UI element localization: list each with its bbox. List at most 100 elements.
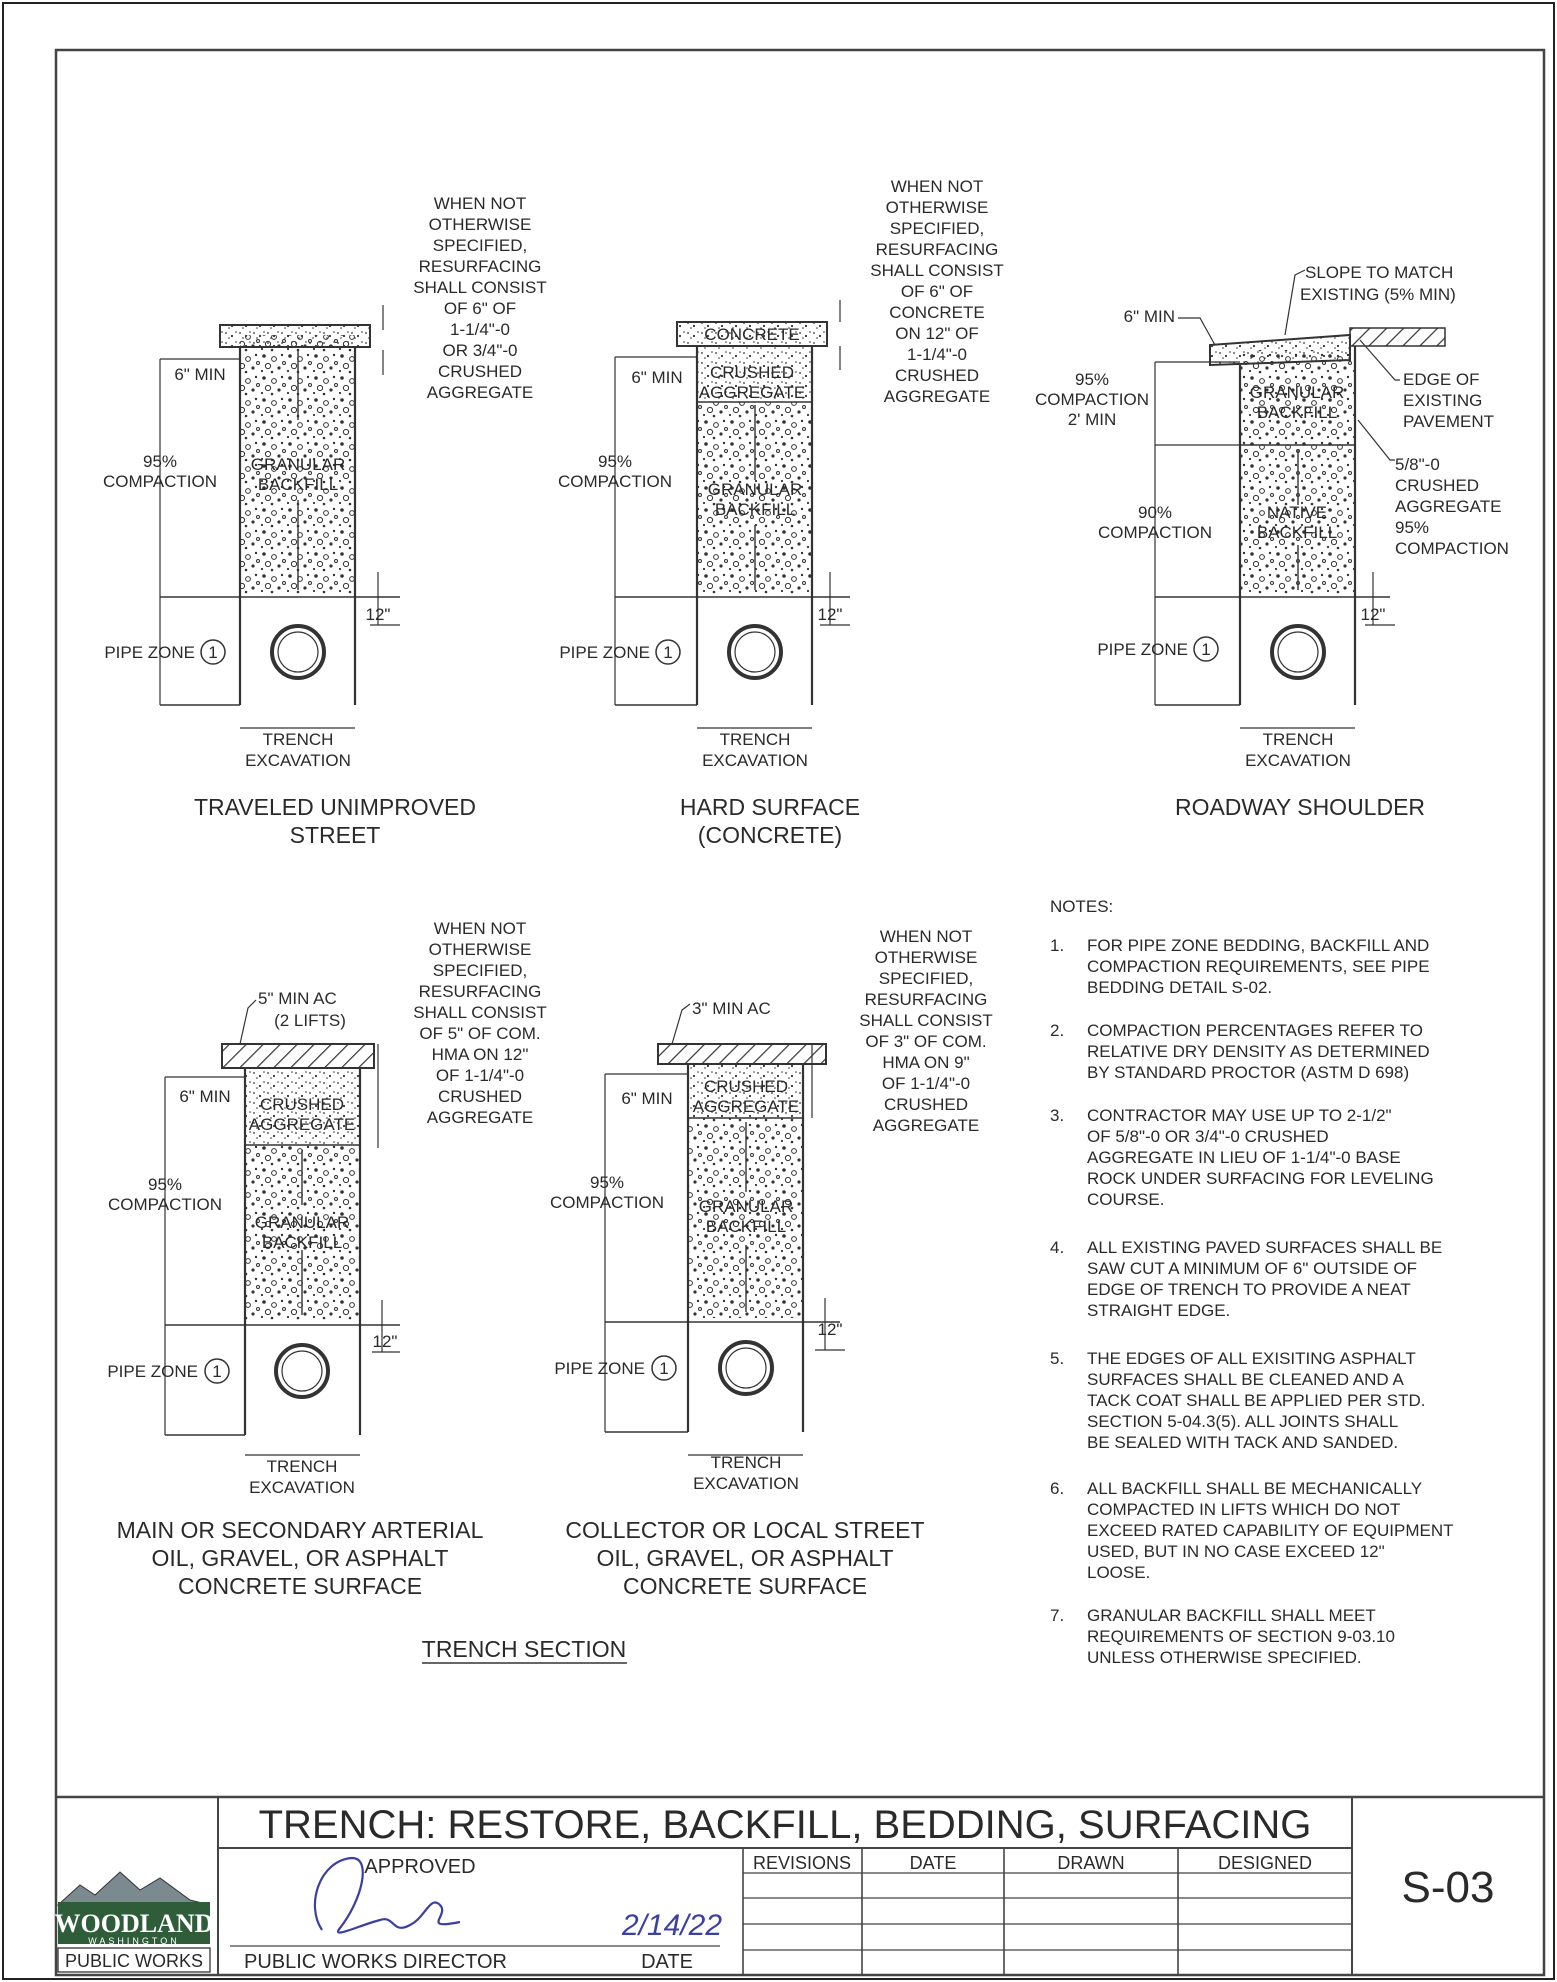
spec-note-line: AGGREGATE — [873, 1116, 979, 1135]
spec-note-line: SHALL CONSIST — [413, 278, 547, 297]
trench-label-2: EXCAVATION — [702, 751, 808, 770]
ac-label-1: 5" MIN AC — [258, 989, 337, 1008]
spec-note-line: AGGREGATE — [884, 387, 990, 406]
agg-note-3: AGGREGATE — [1395, 497, 1501, 516]
slope-note-2: EXISTING (5% MIN) — [1300, 285, 1456, 304]
column-revisions: REVISIONS — [753, 1853, 851, 1873]
column-drawn: DRAWN — [1057, 1853, 1124, 1873]
caption-line-1: MAIN OR SECONDARY ARTERIAL — [117, 1517, 484, 1543]
slope-note-1: SLOPE TO MATCH — [1305, 263, 1453, 282]
title-block: TRENCH: RESTORE, BACKFILL, BEDDING, SURF… — [55, 1795, 1544, 1975]
edge-note-1: EDGE OF — [1403, 370, 1480, 389]
spec-note: WHEN NOT OTHERWISE SPECIFIED, RESURFACIN… — [859, 927, 993, 1135]
spec-note-line: SHALL CONSIST — [413, 1003, 547, 1022]
sheet-number: S-03 — [1402, 1863, 1495, 1912]
compaction-label-2: COMPACTION — [558, 472, 672, 491]
spec-note-line: CRUSHED — [438, 362, 522, 381]
spec-note: WHEN NOT OTHERWISE SPECIFIED, RESURFACIN… — [413, 194, 547, 402]
spec-note-line: OF 6" OF — [901, 282, 973, 301]
woodland-logo: WOODLAND WASHINGTON PUBLIC WORKS — [55, 1871, 214, 1973]
notes-heading: NOTES: — [1050, 897, 1113, 916]
note-line: EXCEED RATED CAPABILITY OF EQUIPMENT — [1087, 1521, 1454, 1540]
pipe-zone-ref: 1 — [663, 643, 672, 662]
pipe-zone-label: PIPE ZONE — [554, 1359, 645, 1378]
caption-line-1: HARD SURFACE — [680, 794, 860, 820]
spec-note-line: OF 6" OF — [444, 299, 516, 318]
logo-mountains-icon — [56, 1871, 211, 1906]
pipe-zone-label: PIPE ZONE — [104, 643, 195, 662]
note-number: 3. — [1050, 1106, 1064, 1125]
pipe-zone-ref-circle — [655, 639, 681, 665]
note-line: REQUIREMENTS OF SECTION 9-03.10 — [1087, 1627, 1395, 1646]
logo-name: WOODLAND — [55, 1909, 214, 1938]
spec-note-line: WHEN NOT — [434, 919, 527, 938]
spec-note-line: CRUSHED — [884, 1095, 968, 1114]
pipe-zone-ref: 1 — [1201, 640, 1210, 659]
section-title: TRENCH SECTION — [422, 1636, 626, 1662]
surface-aggregate-layer — [219, 324, 371, 348]
pipe-zone-label: PIPE ZONE — [559, 643, 650, 662]
note-number: 1. — [1050, 936, 1064, 955]
pipe-zone-label: PIPE ZONE — [107, 1362, 198, 1381]
trench-label-2: EXCAVATION — [249, 1478, 355, 1497]
agg-note-2: CRUSHED — [1395, 476, 1479, 495]
compaction-label-2: COMPACTION — [108, 1195, 222, 1214]
spec-note-line: 1-1/4"-0 — [450, 320, 510, 339]
min-depth-label: 6" MIN — [174, 365, 225, 384]
note-line: ROCK UNDER SURFACING FOR LEVELING — [1087, 1169, 1434, 1188]
spec-note-line: SPECIFIED, — [879, 969, 973, 988]
note-line: BY STANDARD PROCTOR (ASTM D 698) — [1087, 1063, 1409, 1082]
pipe-zone-ref-circle — [1193, 636, 1219, 662]
note-line: BE SEALED WITH TACK AND SANDED. — [1087, 1433, 1398, 1452]
caption-line-2: STREET — [290, 822, 381, 848]
spec-note-line: 1-1/4"-0 — [907, 345, 967, 364]
caption-line-3: CONCRETE SURFACE — [178, 1573, 422, 1599]
spec-note-line: RESURFACING — [876, 240, 999, 259]
upper-compaction-2: COMPACTION — [1035, 390, 1149, 409]
ac-label-2: (2 LIFTS) — [274, 1011, 346, 1030]
base-label-1: CRUSHED — [260, 1095, 344, 1114]
backfill-label-2: BACKFILL — [258, 475, 338, 494]
caption-line-3: CONCRETE SURFACE — [623, 1573, 867, 1599]
trench-label-1: TRENCH — [267, 1457, 338, 1476]
note-number: 4. — [1050, 1238, 1064, 1257]
notes-block: NOTES: 1. FOR PIPE ZONE BEDDING, BACKFIL… — [1050, 897, 1454, 1667]
trench-label-1: TRENCH — [720, 730, 791, 749]
note-number: 6. — [1050, 1479, 1064, 1498]
note-line: OF 5/8"-0 OR 3/4"-0 CRUSHED — [1087, 1127, 1329, 1146]
note-line: AGGREGATE IN LIEU OF 1-1/4"-0 BASE — [1087, 1148, 1401, 1167]
existing-pavement — [1349, 327, 1446, 347]
upper-backfill-1: GRANULAR — [1250, 383, 1344, 402]
spec-note: WHEN NOT OTHERWISE SPECIFIED, RESURFACIN… — [870, 177, 1004, 406]
backfill-label-2: BACKFILL — [706, 1217, 786, 1236]
backfill-label-1: GRANULAR — [255, 1213, 349, 1232]
edge-note-3: PAVEMENT — [1403, 412, 1494, 431]
base-label-1: CRUSHED — [710, 363, 794, 382]
lower-backfill-1: NATIVE — [1267, 503, 1327, 522]
pipe-zone-ref: 1 — [659, 1359, 668, 1378]
section-roadway-shoulder: SLOPE TO MATCH EXISTING (5% MIN) 6" MIN … — [1035, 263, 1509, 820]
caption-line-1: ROADWAY SHOULDER — [1175, 794, 1425, 820]
backfill-label-1: GRANULAR — [708, 480, 802, 499]
min-depth-label: 6" MIN — [1124, 307, 1175, 326]
asphalt-layer — [221, 1043, 375, 1069]
spec-note-line: SPECIFIED, — [890, 219, 984, 238]
lower-backfill-2: BACKFILL — [1257, 523, 1337, 542]
pipe-zone-ref-circle — [651, 1355, 677, 1381]
note-line: TACK COAT SHALL BE APPLIED PER STD. — [1087, 1391, 1426, 1410]
trench-label-2: EXCAVATION — [245, 751, 351, 770]
note-line: ALL BACKFILL SHALL BE MECHANICALLY — [1087, 1479, 1422, 1498]
pipe-zone-ref-circle — [200, 639, 226, 665]
trench-label-1: TRENCH — [1263, 730, 1334, 749]
backfill-label-1: GRANULAR — [251, 455, 345, 474]
spec-note-line: AGGREGATE — [427, 1108, 533, 1127]
spec-note-line: HMA ON 12" — [432, 1045, 529, 1064]
lower-compaction-2: COMPACTION — [1098, 523, 1212, 542]
pipe-cover-label: 12" — [1361, 605, 1386, 624]
inner-border — [54, 48, 1546, 1977]
spec-note-line: RESURFACING — [865, 990, 988, 1009]
compaction-label-1: 95% — [148, 1175, 182, 1194]
drawing-title: TRENCH: RESTORE, BACKFILL, BEDDING, SURF… — [259, 1803, 1312, 1847]
note-number: 7. — [1050, 1606, 1064, 1625]
